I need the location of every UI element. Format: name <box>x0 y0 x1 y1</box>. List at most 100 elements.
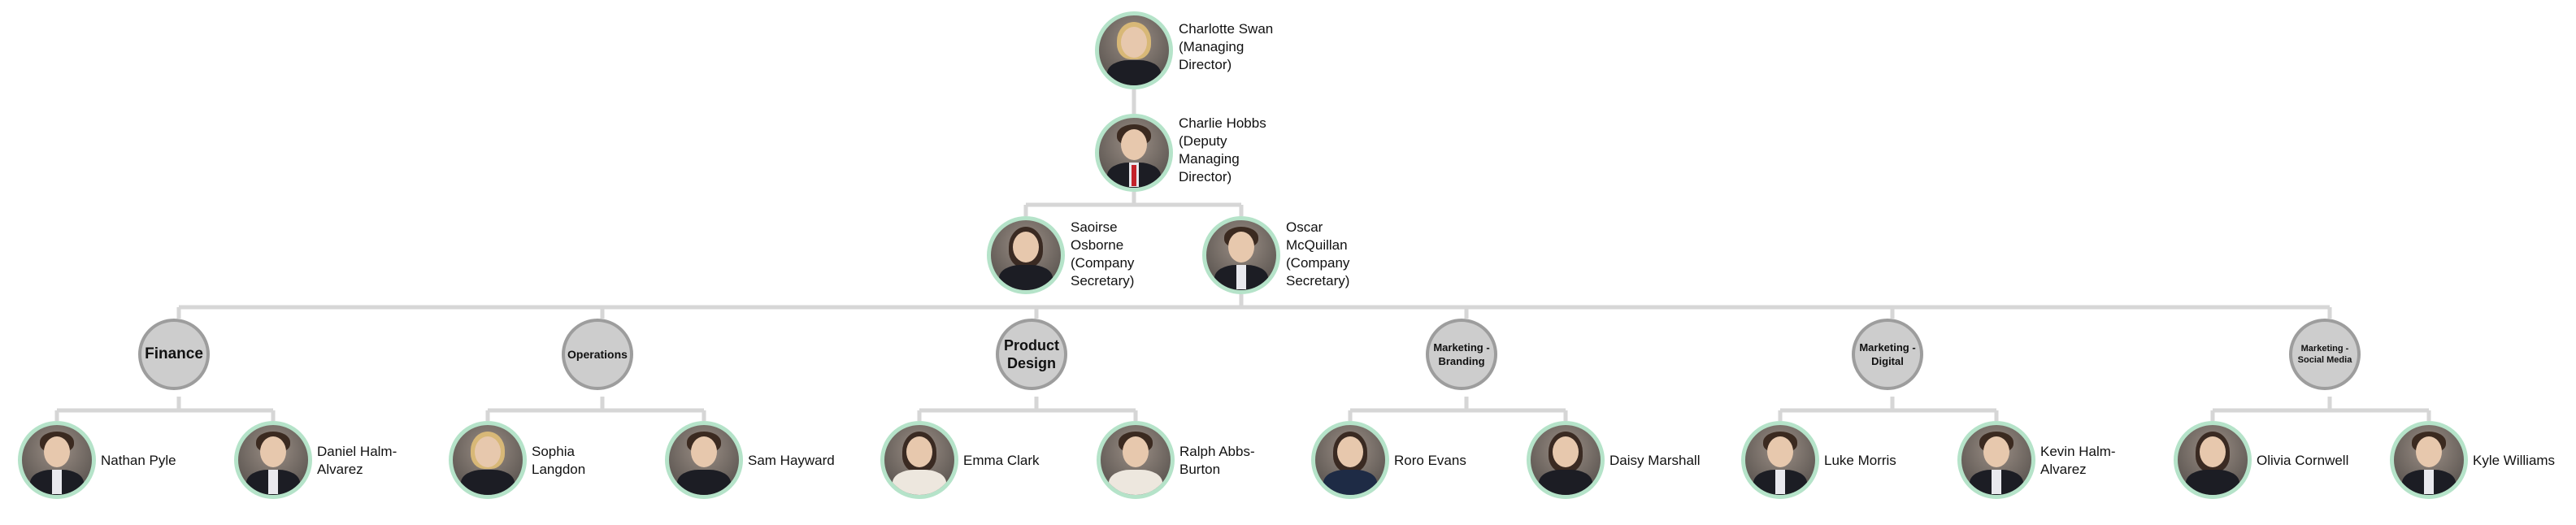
person-name: Nathan Pyle <box>101 453 176 468</box>
person-label: Emma Clark <box>963 452 1040 470</box>
shirt-shape <box>268 470 278 494</box>
person-name: Olivia Cornwell <box>2257 453 2349 468</box>
person-name: Alvarez <box>317 462 363 477</box>
person-label: Charlotte Swan (Managing Director) <box>1179 20 1273 74</box>
shirt-shape <box>1236 265 1246 289</box>
avatar <box>449 421 527 499</box>
person-name: McQuillan <box>1286 237 1348 253</box>
person-name: Daniel Halm- <box>317 444 397 459</box>
person-name: Langdon <box>532 462 586 477</box>
face-shape <box>1553 436 1579 467</box>
avatar <box>1527 421 1605 499</box>
person-role: Secretary) <box>1286 273 1350 289</box>
avatar <box>665 421 743 499</box>
person-role: Managing <box>1179 151 1240 167</box>
body-shape <box>2186 470 2239 495</box>
dept-label: Marketing - <box>1859 341 1916 354</box>
person-label: Ralph Abbs- Burton <box>1179 443 1255 479</box>
face-shape <box>44 436 70 467</box>
person-name: Saoirse <box>1071 219 1118 235</box>
face-shape <box>2200 436 2226 467</box>
avatar <box>1097 421 1175 499</box>
face-shape <box>691 436 717 467</box>
avatar <box>1311 421 1389 499</box>
person-label: Sam Hayward <box>748 452 835 470</box>
body-shape <box>677 470 731 495</box>
person-name: Kyle Williams <box>2473 453 2556 468</box>
person-role: (Deputy <box>1179 133 1227 149</box>
body-shape <box>1109 470 1162 495</box>
dept-marketing-branding: Marketing - Branding <box>1426 319 1497 390</box>
dept-label: Design <box>1006 355 1056 371</box>
face-shape <box>1767 436 1793 467</box>
avatar <box>18 421 96 499</box>
avatar <box>2390 421 2468 499</box>
tie-shape <box>1132 165 1136 186</box>
person-name: Kevin Halm- <box>2040 444 2116 459</box>
avatar <box>2174 421 2252 499</box>
face-shape <box>1983 436 2009 467</box>
avatar <box>1095 11 1173 89</box>
person-label: Olivia Cornwell <box>2257 452 2348 470</box>
dept-label: Finance <box>145 345 203 362</box>
person-name: Roro Evans <box>1394 453 1466 468</box>
dept-label: Product <box>1003 337 1059 354</box>
body-shape <box>1539 470 1592 495</box>
face-shape <box>1123 436 1149 467</box>
person-label: Daisy Marshall <box>1609 452 1700 470</box>
avatar <box>234 421 312 499</box>
dept-operations: Operations <box>562 319 633 390</box>
person-label: Oscar McQuillan (Company Secretary) <box>1286 219 1349 290</box>
person-name: Charlotte Swan <box>1179 21 1274 37</box>
person-role: Director) <box>1179 169 1232 184</box>
person-name: Luke Morris <box>1824 453 1896 468</box>
person-label: Daniel Halm- Alvarez <box>317 443 397 479</box>
face-shape <box>475 436 501 467</box>
person-label: Kevin Halm- Alvarez <box>2040 443 2116 479</box>
person-label: Luke Morris <box>1824 452 1896 470</box>
body-shape <box>1323 470 1377 495</box>
avatar <box>987 216 1065 294</box>
person-role: Director) <box>1179 57 1232 72</box>
face-shape <box>1121 27 1147 58</box>
dept-label: Marketing - <box>2300 344 2349 354</box>
person-name: Ralph Abbs- <box>1179 444 1255 459</box>
person-role: (Company <box>1286 255 1350 271</box>
avatar <box>1095 114 1173 192</box>
face-shape <box>1121 129 1147 160</box>
person-name: Sam Hayward <box>748 453 835 468</box>
shirt-shape <box>52 470 62 494</box>
person-role: Secretary) <box>1071 273 1135 289</box>
person-label: Roro Evans <box>1394 452 1466 470</box>
person-label: Kyle Williams <box>2473 452 2555 470</box>
face-shape <box>906 436 932 467</box>
person-name: Alvarez <box>2040 462 2087 477</box>
face-shape <box>1337 436 1363 467</box>
dept-label: Digital <box>1871 355 1904 367</box>
face-shape <box>2416 436 2442 467</box>
person-role: (Managing <box>1179 39 1245 54</box>
shirt-shape <box>2424 470 2434 494</box>
shirt-shape <box>1775 470 1785 494</box>
person-name: Osborne <box>1071 237 1124 253</box>
dept-marketing-social-media: Marketing - Social Media <box>2289 319 2361 390</box>
body-shape <box>999 265 1053 290</box>
person-name: Oscar <box>1286 219 1323 235</box>
avatar <box>880 421 958 499</box>
avatar <box>1741 421 1819 499</box>
face-shape <box>260 436 286 467</box>
body-shape <box>1107 60 1161 85</box>
shirt-shape <box>1992 470 2001 494</box>
avatar <box>1957 421 2035 499</box>
person-name: Burton <box>1179 462 1221 477</box>
dept-product-design: Product Design <box>996 319 1067 390</box>
body-shape <box>461 470 515 495</box>
person-name: Daisy Marshall <box>1609 453 1701 468</box>
person-label: Nathan Pyle <box>101 452 176 470</box>
person-name: Charlie Hobbs <box>1179 115 1266 131</box>
person-label: Charlie Hobbs (Deputy Managing Director) <box>1179 115 1266 186</box>
dept-label: Branding <box>1438 355 1485 367</box>
dept-label: Marketing - <box>1433 341 1490 354</box>
dept-label: Operations <box>567 348 628 361</box>
dept-finance: Finance <box>138 319 210 390</box>
